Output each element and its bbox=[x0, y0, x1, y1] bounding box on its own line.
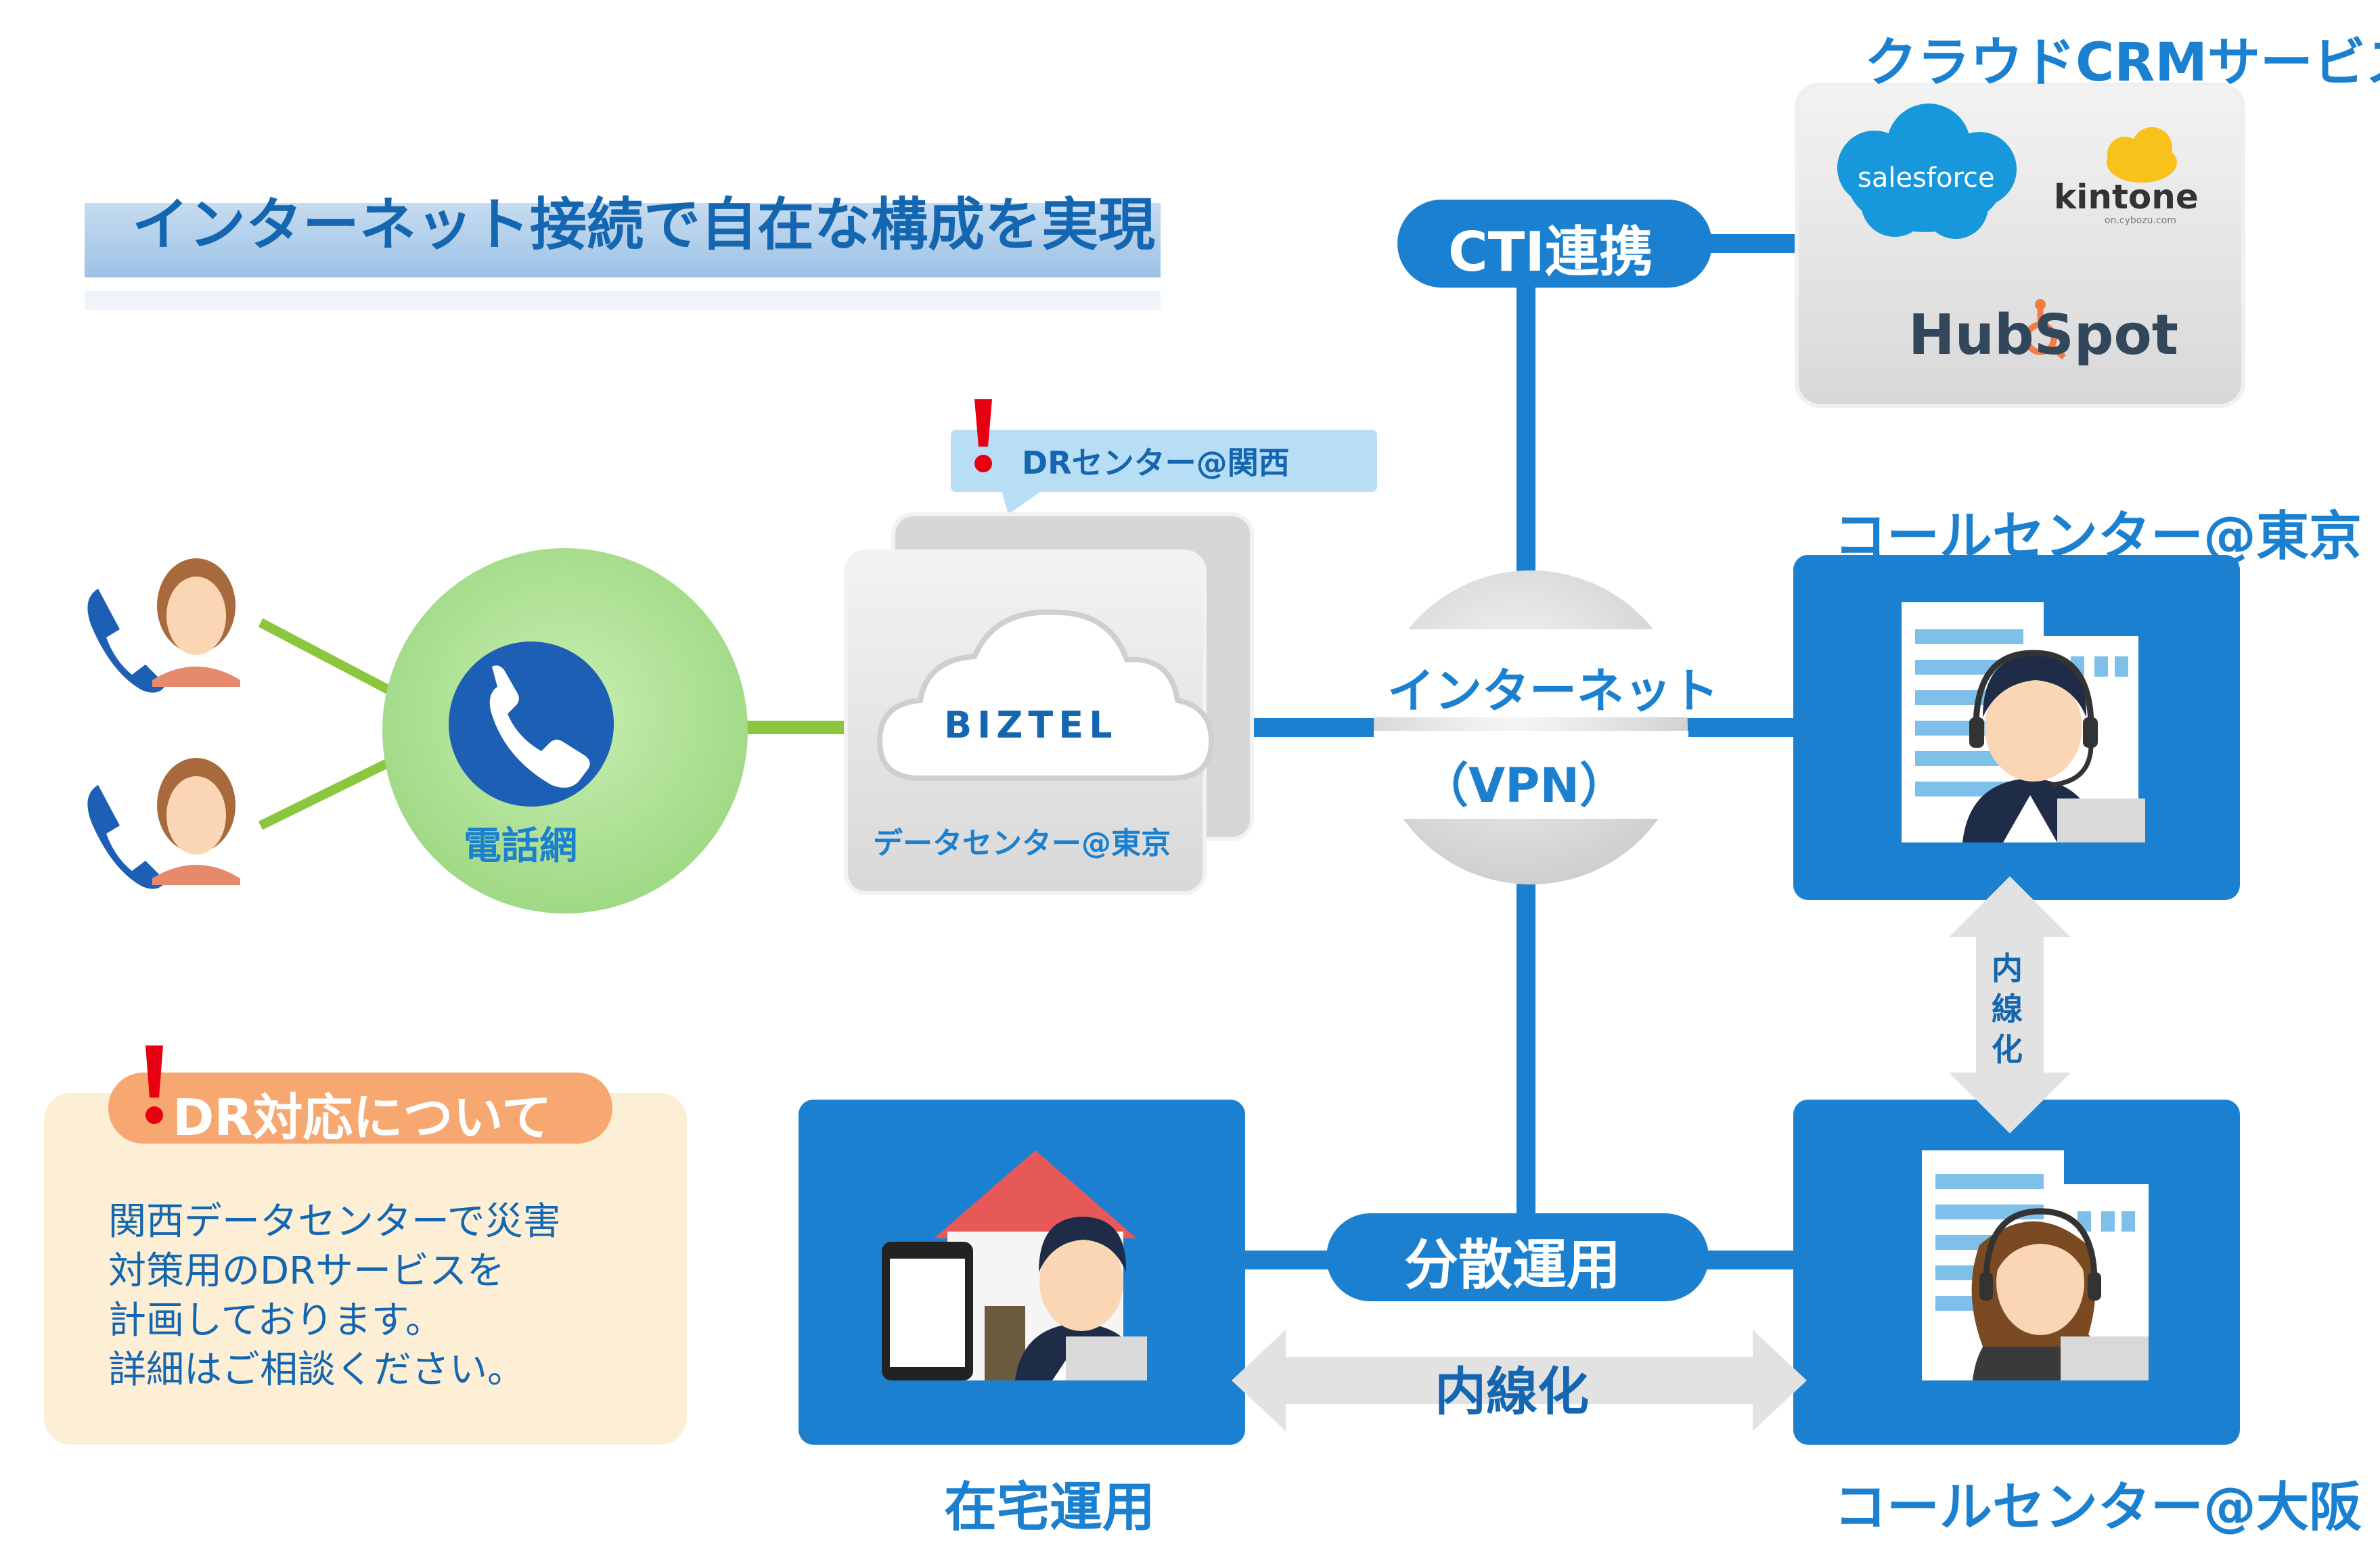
hubspot-sprocket-shape bbox=[2023, 308, 2066, 360]
caller-top bbox=[87, 558, 240, 693]
internet-sphere bbox=[1374, 570, 1688, 884]
dr-bubble-label: DRセンター@関西 bbox=[1022, 445, 1290, 481]
internet-band-bottom bbox=[1374, 731, 1688, 819]
exclamation-icon-bubble bbox=[974, 399, 992, 472]
extension-horizontal-label: 内線化 bbox=[1435, 1361, 1589, 1422]
internet-label: インターネット bbox=[1387, 663, 1719, 719]
callcenter-osaka-label: コールセンター@大阪 bbox=[1834, 1477, 2362, 1538]
page-title: インターネット接続で自在な構成を実現 bbox=[132, 192, 1156, 258]
home-label: 在宅運用 bbox=[944, 1477, 1156, 1538]
extension-vertical-2: 線 bbox=[1992, 991, 2023, 1027]
operator-osaka bbox=[1971, 1208, 2149, 1380]
kintone-logo: kintone bbox=[2054, 177, 2199, 217]
hubspot-logo: HubSpot bbox=[1908, 303, 2178, 367]
dr-note-pill bbox=[108, 1073, 612, 1144]
extension-vertical-1: 内 bbox=[1992, 950, 2023, 987]
datacenter-label: データセンター@東京 bbox=[873, 826, 1171, 861]
connector-lines bbox=[258, 234, 1800, 1269]
dr-note-line-1: 関西データセンターで災害 bbox=[108, 1200, 561, 1244]
dr-bubble-shape bbox=[951, 430, 1377, 514]
title-bar-reflection bbox=[85, 291, 1161, 310]
biztel-logo: BIZTEL bbox=[944, 704, 1118, 746]
caller-bottom bbox=[87, 758, 240, 889]
dr-note-box bbox=[44, 1093, 687, 1445]
dr-note-line-3: 計画しております。 bbox=[108, 1299, 444, 1343]
title-bar bbox=[85, 203, 1161, 277]
callcenter-tokyo-label: コールセンター@東京 bbox=[1834, 506, 2362, 567]
kintone-sub: on.cybozu.com bbox=[2105, 215, 2176, 226]
cti-label: CTI連携 bbox=[1448, 221, 1654, 284]
vpn-label: （VPN） bbox=[1421, 758, 1627, 813]
crm-heading: クラウドCRMサービス bbox=[1864, 32, 2380, 93]
dr-note-line-4: 詳細はご相談ください。 bbox=[108, 1348, 525, 1392]
dr-note-line-2: 対策用のDRサービスを bbox=[108, 1249, 506, 1293]
phone-handset-icon bbox=[489, 665, 590, 788]
kintone-logo-shape bbox=[2107, 127, 2177, 183]
operator-tokyo bbox=[1962, 650, 2145, 842]
distributed-label: 分散運用 bbox=[1404, 1234, 1621, 1297]
extension-arrow-vertical bbox=[1949, 876, 2071, 1133]
extension-arrow-horizontal bbox=[1232, 1330, 1807, 1431]
home-worker bbox=[1015, 1217, 1147, 1380]
dr-note-heading: DR対応について bbox=[173, 1089, 552, 1147]
distributed-pill bbox=[1326, 1213, 1709, 1301]
internet-band-top bbox=[1374, 629, 1688, 717]
phone-network-label: 電話網 bbox=[464, 824, 577, 868]
exclamation-icon-note bbox=[145, 1045, 163, 1124]
phone-icon-circle bbox=[449, 642, 614, 807]
biztel-cloud-shape bbox=[876, 609, 1215, 781]
cti-pill bbox=[1397, 200, 1712, 288]
salesforce-logo-shape bbox=[1837, 104, 2017, 239]
salesforce-logo: salesforce bbox=[1858, 162, 1995, 194]
extension-vertical-3: 化 bbox=[1992, 1031, 2023, 1068]
smartphone-icon bbox=[882, 1242, 973, 1380]
